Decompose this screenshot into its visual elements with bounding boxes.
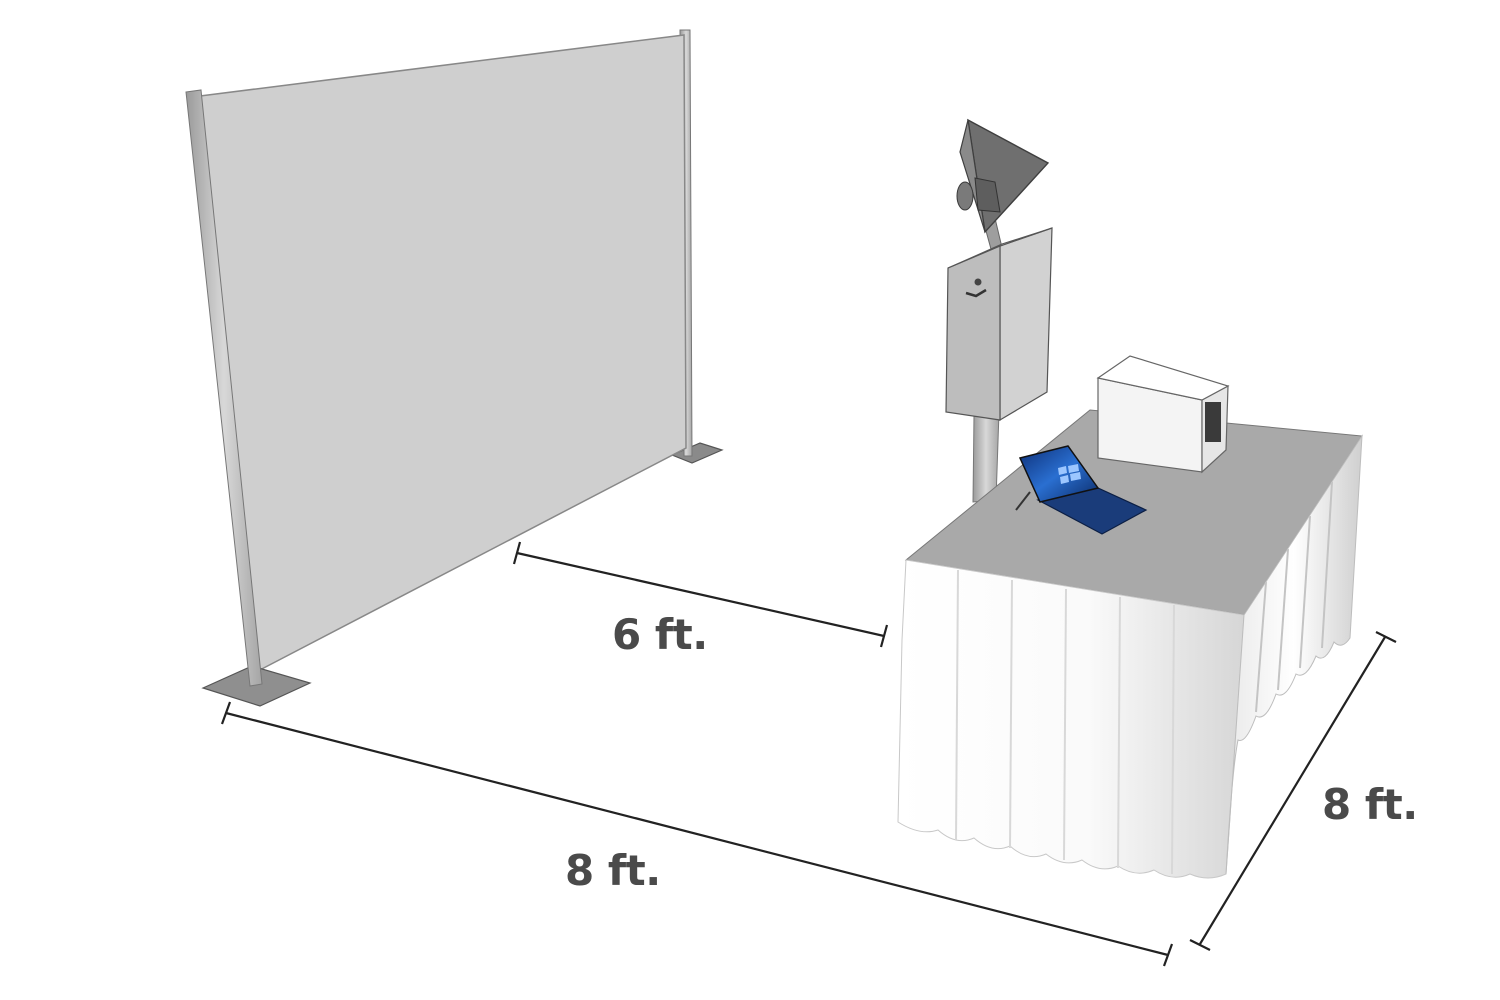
dimension-line-depth — [1189, 631, 1397, 951]
dimension-label-depth: 8 ft. — [1322, 780, 1418, 829]
printer-top — [1096, 355, 1230, 401]
drape-folds-front — [955, 569, 1175, 875]
draped-table — [897, 409, 1363, 879]
printer-slot — [1205, 402, 1221, 442]
dimension-label-width: 8 ft. — [565, 846, 661, 895]
laptop — [1015, 445, 1148, 535]
laptop-kickstand — [1015, 491, 1031, 511]
kiosk-box-side — [999, 227, 1053, 422]
dimension-line-gap — [512, 541, 889, 648]
kiosk-handle — [965, 288, 987, 298]
kiosk-box-front — [945, 245, 1001, 421]
drape-folds-side — [1255, 481, 1333, 713]
backdrop-pole-left — [185, 89, 263, 687]
kiosk-box-top — [947, 227, 1053, 269]
camera-lens — [974, 278, 982, 286]
dimension-line-width — [220, 701, 1174, 967]
dimension-label-gap: 6 ft. — [612, 610, 708, 659]
backdrop-stand — [185, 29, 724, 707]
softbox-light — [956, 118, 1050, 234]
photo-booth-kiosk — [945, 118, 1053, 503]
backdrop-panel — [199, 34, 687, 674]
photo-printer — [1096, 355, 1230, 474]
windows-logo-icon — [1058, 464, 1081, 484]
table-drape-front — [897, 559, 1245, 879]
backdrop-base-left — [201, 665, 312, 707]
